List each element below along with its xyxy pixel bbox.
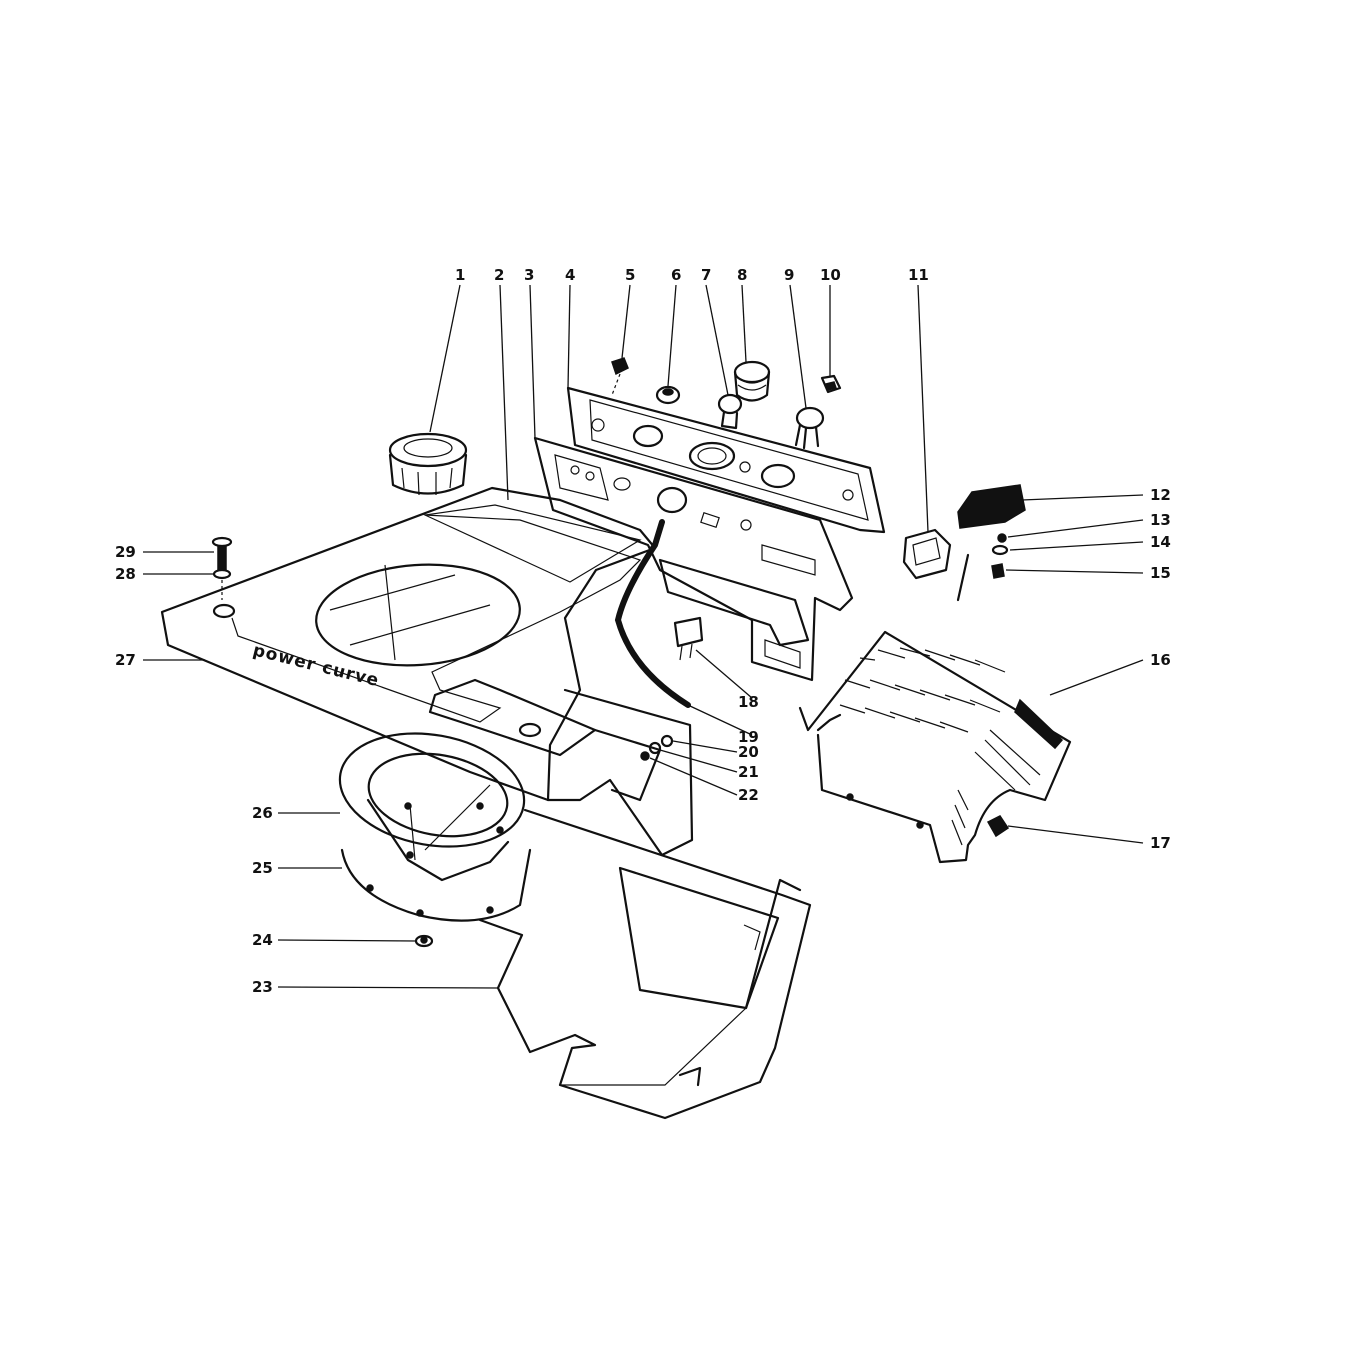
callout-15: 15 bbox=[1150, 564, 1171, 582]
part-29-screw bbox=[211, 536, 233, 571]
part-7-switch bbox=[717, 393, 743, 430]
callout-5: 5 bbox=[625, 266, 635, 284]
part-3-panel-bracket bbox=[533, 436, 854, 682]
callout-2: 2 bbox=[494, 266, 504, 284]
callout-8: 8 bbox=[737, 266, 747, 284]
callout-numbers: 1 2 3 4 5 6 7 8 9 10 11 12 13 14 15 16 1… bbox=[115, 266, 1171, 996]
callout-20: 20 bbox=[738, 743, 759, 761]
part-8-knob bbox=[733, 360, 771, 402]
callout-11: 11 bbox=[908, 266, 929, 284]
part-14-washer bbox=[991, 544, 1009, 556]
part-25-gasket bbox=[340, 848, 532, 922]
part-16-shroud bbox=[798, 630, 1072, 864]
callout-17: 17 bbox=[1150, 834, 1171, 852]
callout-7: 7 bbox=[701, 266, 711, 284]
part-11-grommet bbox=[902, 528, 952, 580]
part-26-chute-ring bbox=[338, 732, 526, 882]
part-12-handle bbox=[956, 484, 1026, 602]
callout-1: 1 bbox=[455, 266, 465, 284]
part-19-hose bbox=[614, 519, 691, 708]
part-28-washer bbox=[212, 568, 232, 600]
callout-12: 12 bbox=[1150, 486, 1171, 504]
part-6-grommet bbox=[655, 385, 681, 405]
callout-21: 21 bbox=[738, 763, 759, 781]
callout-14: 14 bbox=[1150, 533, 1171, 551]
part-22-bolt bbox=[640, 751, 650, 761]
callout-24: 24 bbox=[252, 931, 273, 949]
brand-text: power curve bbox=[251, 640, 382, 691]
part-20-nut bbox=[660, 734, 674, 748]
callout-26: 26 bbox=[252, 804, 273, 822]
callout-13: 13 bbox=[1150, 511, 1171, 529]
callout-10: 10 bbox=[820, 266, 841, 284]
part-1-fuel-cap bbox=[388, 432, 468, 496]
part-9-primer bbox=[794, 406, 825, 450]
part-24-nut bbox=[414, 934, 434, 948]
callout-23: 23 bbox=[252, 978, 273, 996]
part-2-console-top bbox=[160, 486, 657, 802]
part-4-control-panel bbox=[566, 386, 886, 534]
callout-27: 27 bbox=[115, 651, 136, 669]
part-23-lower-body bbox=[478, 688, 812, 1120]
callout-3: 3 bbox=[524, 266, 534, 284]
callout-9: 9 bbox=[784, 266, 794, 284]
part-5-bolt bbox=[611, 357, 629, 396]
callout-18: 18 bbox=[738, 693, 759, 711]
part-18-connector bbox=[673, 616, 704, 661]
callout-4: 4 bbox=[565, 266, 575, 284]
callout-29: 29 bbox=[115, 543, 136, 561]
part-15-nut bbox=[991, 563, 1005, 579]
callout-16: 16 bbox=[1150, 651, 1171, 669]
part-17-screw bbox=[986, 815, 1010, 838]
callout-6: 6 bbox=[671, 266, 681, 284]
part-13-washer bbox=[997, 533, 1007, 543]
leader-lines bbox=[143, 284, 1144, 989]
callout-19: 19 bbox=[738, 728, 759, 746]
callout-25: 25 bbox=[252, 859, 273, 877]
callout-28: 28 bbox=[115, 565, 136, 583]
callout-22: 22 bbox=[738, 786, 759, 804]
part-10-key bbox=[820, 374, 842, 394]
